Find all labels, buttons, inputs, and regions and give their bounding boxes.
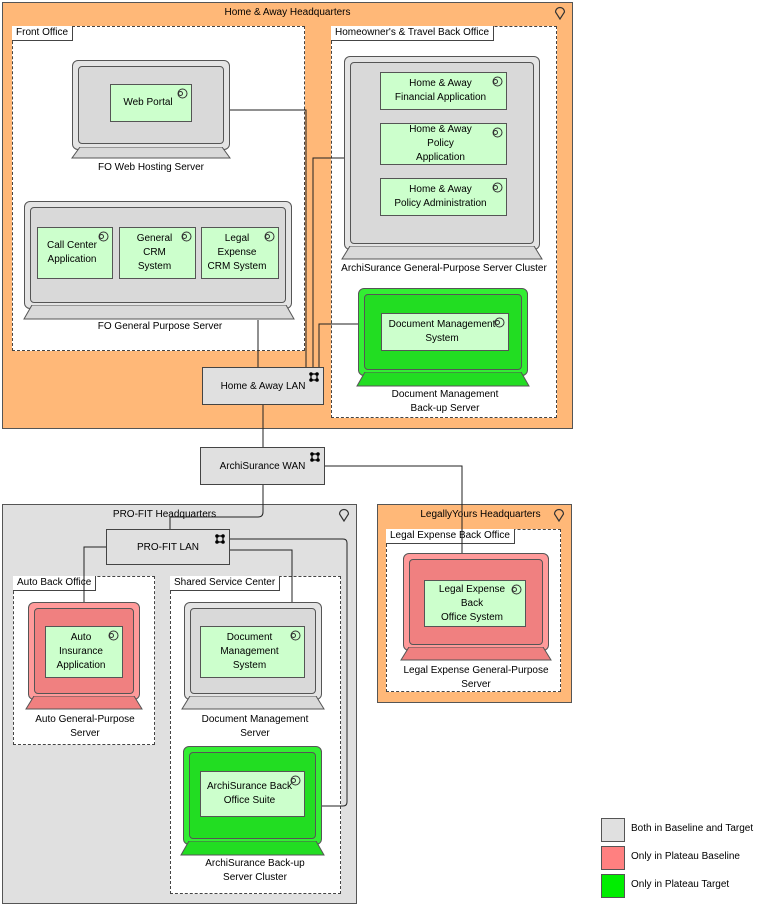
home-away-headquarters-title: Home & Away Headquarters [224, 7, 351, 18]
general-crm-label: General CRM System [136, 233, 173, 272]
front-office-label: Front Office [12, 26, 74, 41]
legal-expense-back-office-app-label: Legal Expense Back Office System [438, 583, 506, 623]
network-icon [310, 452, 320, 462]
location-icon [338, 508, 350, 522]
device-base-icon [400, 647, 552, 661]
legal-expense-back-office-app[interactable]: Legal Expense Back Office System [424, 580, 526, 627]
auto-insurance-label: Auto Insurance Application [56, 632, 106, 671]
application-component-icon [492, 76, 503, 87]
document-management-label: Document Management System [220, 632, 279, 671]
archisurance-back-office-app[interactable]: ArchiSurance Back Office Suite [200, 771, 305, 817]
application-component-icon [492, 127, 503, 138]
legend-label-baseline: Only in Plateau Baseline [631, 851, 740, 862]
legal-expense-server-label: Legal Expense General-Purpose Server [403, 665, 549, 690]
application-component-icon [264, 231, 275, 242]
legal-expense-crm-app[interactable]: Legal Expense CRM System [201, 227, 279, 279]
document-management-backup-app[interactable]: Document Management System [381, 313, 509, 351]
legal-expense-crm-label: Legal Expense CRM System [207, 233, 267, 272]
legal-expense-back-office-label: Legal Expense Back Office [386, 529, 515, 544]
archisurance-server-cluster-label: ArchiSurance General-Purpose Server Clus… [341, 263, 547, 274]
application-component-icon [108, 630, 119, 641]
legallyyours-headquarters-title: LegallyYours Headquarters [420, 509, 541, 520]
legend-label-both: Both in Baseline and Target [631, 823, 754, 834]
auto-general-purpose-server-label: Auto General-Purpose Server [35, 714, 135, 739]
network-icon [309, 372, 319, 382]
application-component-icon [492, 182, 503, 193]
document-management-backup-label: Document Management Back-up Server [391, 389, 499, 414]
fo-web-hosting-server[interactable] [71, 60, 231, 160]
application-component-icon [181, 231, 192, 242]
policy-administration-app[interactable]: Home & Away Policy Administration [380, 178, 507, 216]
device-base-icon [23, 305, 295, 320]
document-management-app[interactable]: Document Management System [200, 626, 305, 678]
legend-label-target: Only in Plateau Target [631, 879, 730, 890]
document-management-server-label: Document Management Server [201, 714, 309, 739]
policy-administration-label: Home & Away Policy Administration [394, 184, 487, 209]
application-component-icon [290, 775, 301, 786]
legend-swatch-both [601, 818, 625, 842]
shared-service-center-label: Shared Service Center [170, 576, 281, 591]
call-center-app[interactable]: Call Center Application [37, 227, 113, 279]
policy-app-label: Home & Away Policy Application [409, 124, 472, 163]
financial-app[interactable]: Home & Away Financial Application [380, 72, 507, 110]
archisurance-wan-label: ArchiSurance WAN [219, 460, 306, 472]
device-base-icon [25, 696, 143, 710]
financial-app-label: Home & Away Financial Application [394, 78, 487, 103]
profit-lan-label: PRO-FIT LAN [136, 541, 200, 553]
location-icon [553, 508, 565, 522]
fo-general-purpose-server-label: FO General Purpose Server [97, 321, 223, 332]
web-portal-app[interactable]: Web Portal [110, 84, 192, 122]
homeowners-back-office-label: Homeowner's & Travel Back Office [331, 26, 495, 41]
location-icon [554, 6, 566, 20]
archisurance-wan[interactable]: ArchiSurance WAN [200, 447, 325, 485]
home-away-lan[interactable]: Home & Away LAN [202, 367, 324, 405]
legend-swatch-baseline [601, 846, 625, 870]
fo-web-hosting-server-label: FO Web Hosting Server [98, 162, 204, 173]
web-portal-label: Web Portal [123, 97, 173, 108]
device-base-icon [71, 147, 231, 159]
application-component-icon [290, 630, 301, 641]
application-component-icon [494, 317, 505, 328]
archisurance-back-office-label: ArchiSurance Back Office Suite [206, 781, 293, 806]
archisurance-backup-cluster-label: ArchiSurance Back-up Server Cluster [205, 858, 305, 883]
network-icon [215, 534, 225, 544]
application-component-icon [511, 584, 522, 595]
call-center-label: Call Center Application [46, 240, 98, 265]
profit-headquarters-title: PRO-FIT Headquarters [112, 509, 217, 520]
document-management-backup-app-label: Document Management System [388, 319, 496, 344]
application-component-icon [98, 231, 109, 242]
general-crm-app[interactable]: General CRM System [119, 227, 196, 279]
device-base-icon [181, 696, 325, 710]
device-base-icon [180, 841, 325, 856]
profit-lan[interactable]: PRO-FIT LAN [106, 529, 230, 565]
home-away-lan-label: Home & Away LAN [220, 380, 306, 392]
auto-insurance-app[interactable]: Auto Insurance Application [45, 626, 123, 678]
device-base-icon [341, 246, 543, 260]
application-component-icon [177, 88, 188, 99]
auto-back-office-label: Auto Back Office [13, 576, 97, 591]
device-base-icon [356, 372, 530, 387]
legend-swatch-target [601, 874, 625, 898]
policy-app[interactable]: Home & Away Policy Application [380, 123, 507, 165]
